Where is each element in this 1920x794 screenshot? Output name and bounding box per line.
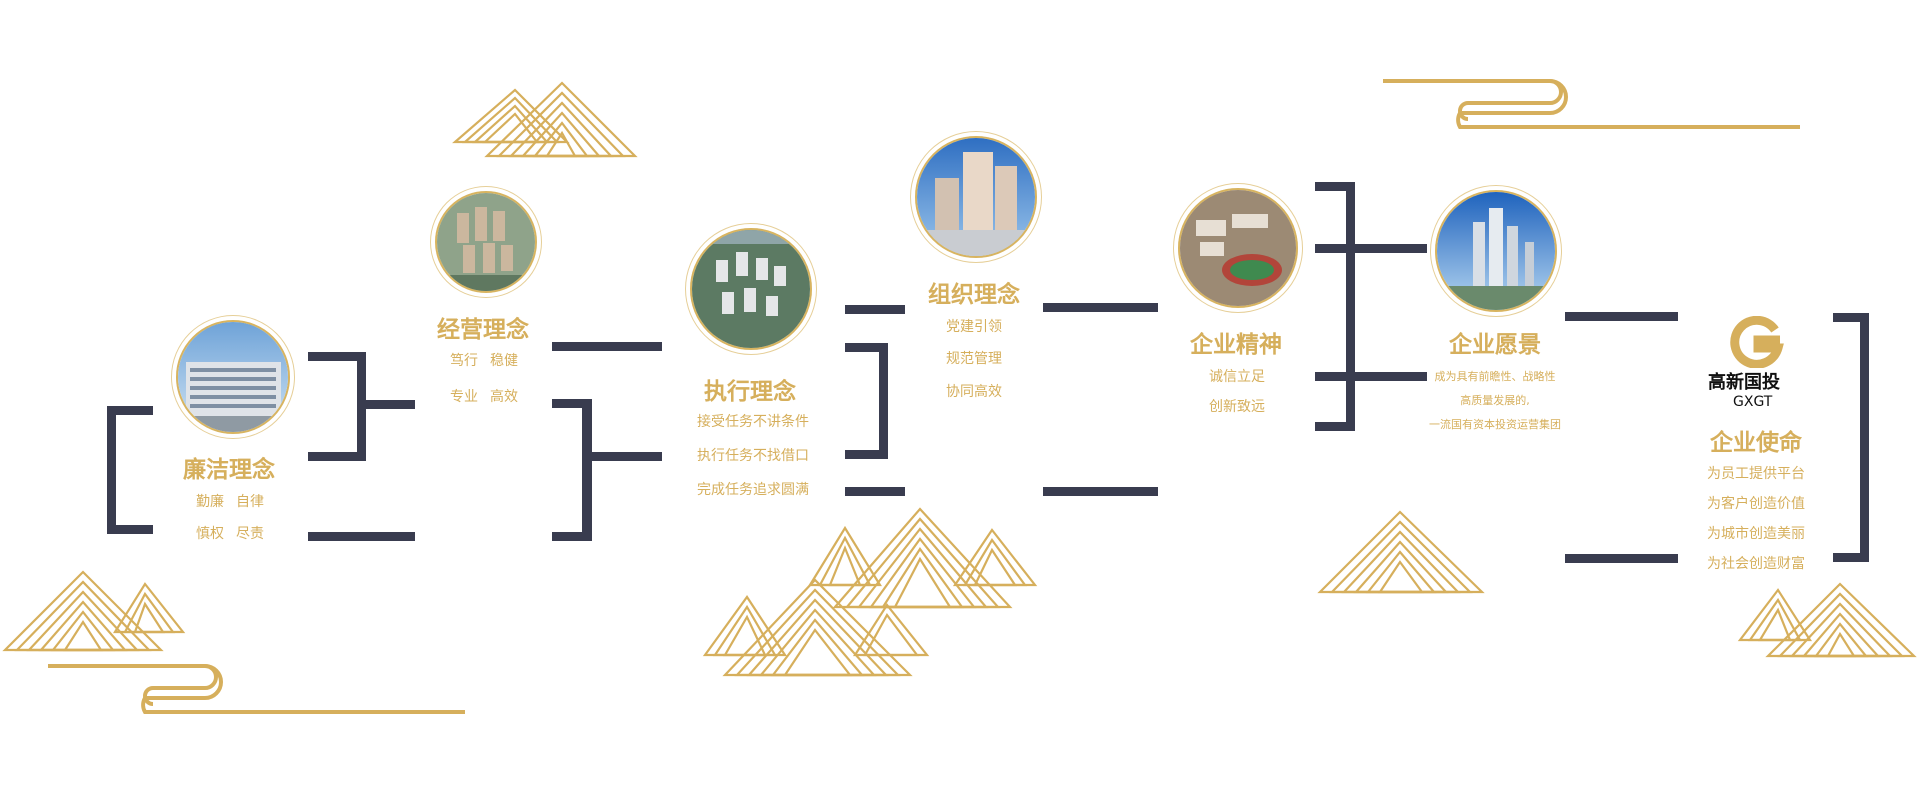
section-line: 创新致远 <box>1209 399 1265 415</box>
section-line: 完成任务追求圆满 <box>697 482 809 498</box>
mountain-decoration-far-right <box>1737 582 1917 658</box>
section-line: 为社会创造财富 <box>1707 556 1805 572</box>
section-line: 为员工提供平台 <box>1707 466 1805 482</box>
skyscraper-photo <box>1435 190 1557 312</box>
community-aerial-photo <box>690 228 812 350</box>
value-text: 勤廉 <box>196 494 224 510</box>
section-title: 执行理念 <box>704 379 796 405</box>
section-title: 廉洁理念 <box>183 457 275 483</box>
section-line: 为客户创造价值 <box>1707 496 1805 512</box>
section-line: 成为具有前瞻性、战略性 <box>1434 370 1556 383</box>
section-line: 笃行稳健 <box>444 350 524 370</box>
value-text: 高效 <box>490 389 518 405</box>
section-title: 企业愿景 <box>1449 332 1541 358</box>
section-line: 高质量发展的, <box>1460 394 1530 407</box>
cloud-decoration-left <box>48 664 465 714</box>
section-line: 为城市创造美丽 <box>1707 526 1805 542</box>
residential-aerial-photo <box>435 191 537 293</box>
value-text: 笃行 <box>450 353 478 369</box>
section-line: 一流国有资本投资运营集团 <box>1429 418 1561 431</box>
section-line: 专业高效 <box>444 386 524 406</box>
mountain-cluster-center <box>702 507 1038 677</box>
value-text: 专业 <box>450 389 478 405</box>
value-text: 稳健 <box>490 353 518 369</box>
section-line: 勤廉自律 <box>190 491 270 511</box>
office-building-photo <box>176 320 290 434</box>
value-text: 自律 <box>236 494 264 510</box>
mountain-decoration-left <box>2 570 186 652</box>
mountain-decoration-top <box>452 81 638 158</box>
section-line: 协同高效 <box>946 384 1002 400</box>
section-line: 接受任务不讲条件 <box>697 414 809 430</box>
section-title: 组织理念 <box>928 282 1020 308</box>
section-line: 诚信立足 <box>1209 369 1265 385</box>
section-title: 经营理念 <box>437 317 529 343</box>
section-title: 企业精神 <box>1190 332 1282 358</box>
mountain-decoration-right-center <box>1317 510 1485 594</box>
cloud-decoration-right <box>1383 79 1800 129</box>
section-line: 规范管理 <box>946 351 1002 367</box>
section-line: 执行任务不找借口 <box>697 448 809 464</box>
section-title: 企业使命 <box>1710 430 1802 456</box>
section-line: 慎权尽责 <box>190 523 270 543</box>
value-text: 慎权 <box>196 526 224 542</box>
company-abbr: GXGT <box>1733 394 1773 410</box>
campus-aerial-photo <box>1178 188 1298 308</box>
tower-building-photo <box>915 136 1037 258</box>
section-line: 党建引领 <box>946 319 1002 335</box>
g-logo-icon <box>1730 316 1784 368</box>
company-name: 高新国投 <box>1708 372 1780 393</box>
value-text: 尽责 <box>236 526 264 542</box>
